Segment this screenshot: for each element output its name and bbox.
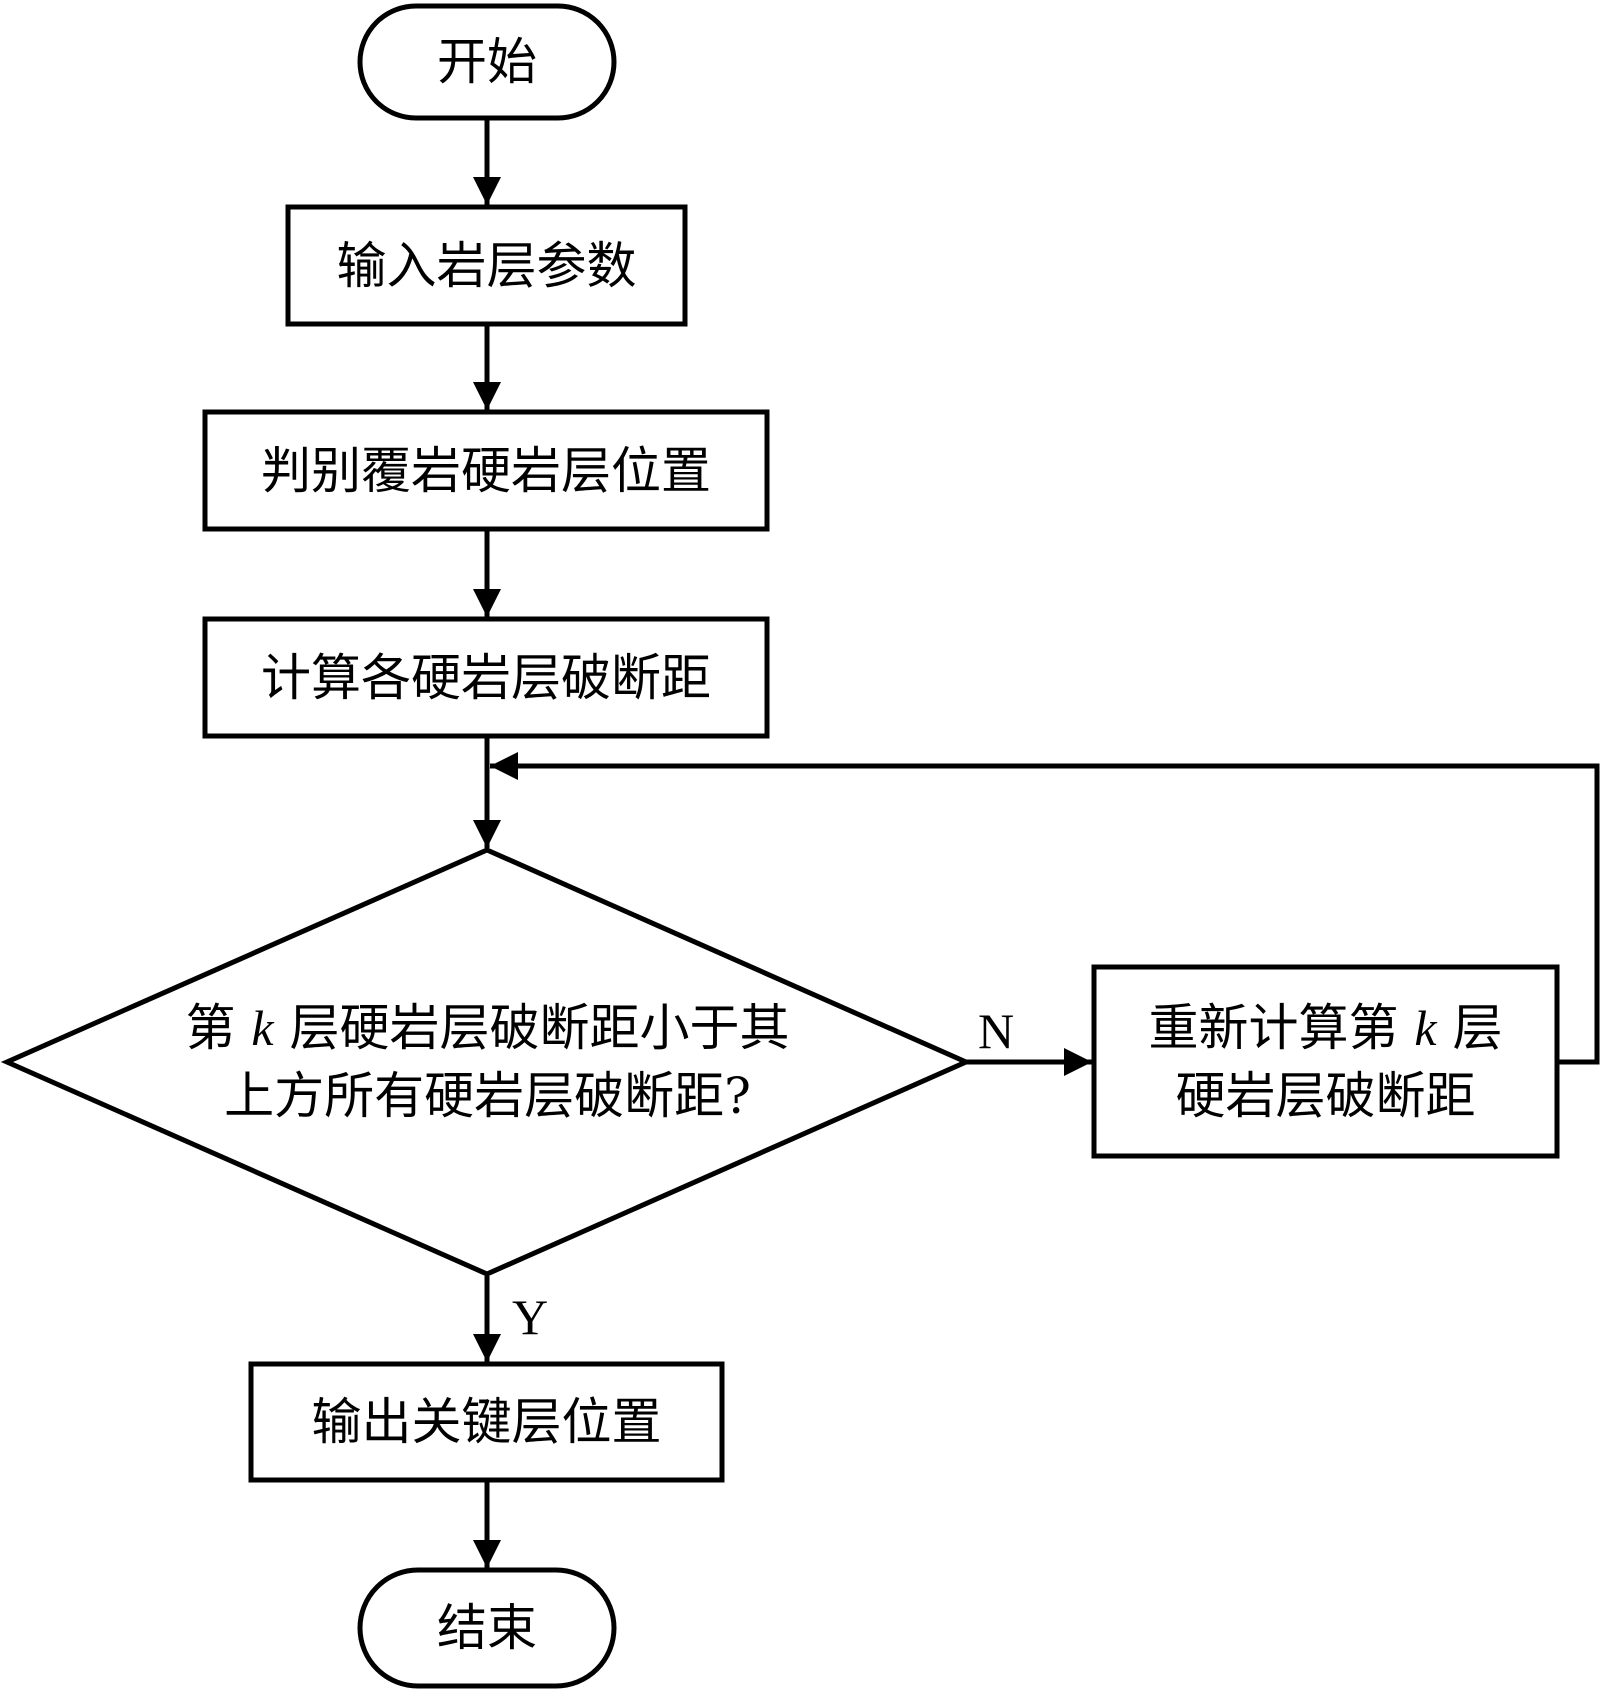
recalc-text-post: 层 — [1452, 998, 1503, 1057]
recalc-text-pre: 重新计算第 — [1148, 998, 1399, 1057]
output-box — [248, 1361, 725, 1483]
recalc-line-1: 重新计算第 k 层 — [1148, 994, 1502, 1062]
decision-variable-k: k — [251, 1000, 274, 1056]
step-box-input-params — [285, 204, 688, 327]
step-label-identify-hard-layers: 判别覆岩硬岩层位置 — [261, 441, 711, 500]
start-label: 开始 — [437, 33, 537, 91]
decision-text-pre: 第 — [185, 999, 236, 1057]
start-terminator — [357, 3, 617, 121]
step-box-compute-break-distance — [202, 616, 770, 739]
step-label-compute-break-distance: 计算各硬岩层破断距 — [261, 648, 711, 707]
edge-label-yes: Y — [512, 1289, 549, 1345]
recalc-label: 重新计算第 k 层 硬岩层破断距 — [1094, 967, 1557, 1156]
step-box-identify-hard-layers — [202, 409, 770, 532]
recalc-line-2: 硬岩层破断距 — [1175, 1066, 1476, 1125]
end-terminator — [357, 1567, 617, 1689]
output-label: 输出关键层位置 — [311, 1393, 662, 1451]
recalc-variable-k: k — [1414, 999, 1437, 1056]
recalc-box — [1091, 964, 1560, 1159]
decision-diamond — [0, 847, 973, 1277]
decision-line-2: 上方所有硬岩层破断距? — [224, 1067, 751, 1125]
edge-label-no: N — [978, 1003, 1015, 1059]
decision-label: 第 k 层硬岩层破断距小于其 上方所有硬岩层破断距? — [100, 990, 875, 1134]
step-label-input-params: 输入岩层参数 — [336, 236, 637, 295]
decision-text-post: 层硬岩层破断距小于其 — [289, 999, 790, 1057]
loop-line-recalc-back — [540, 763, 1600, 1065]
decision-line-1: 第 k 层硬岩层破断距小于其 — [185, 994, 789, 1062]
end-label: 结束 — [437, 1599, 537, 1657]
